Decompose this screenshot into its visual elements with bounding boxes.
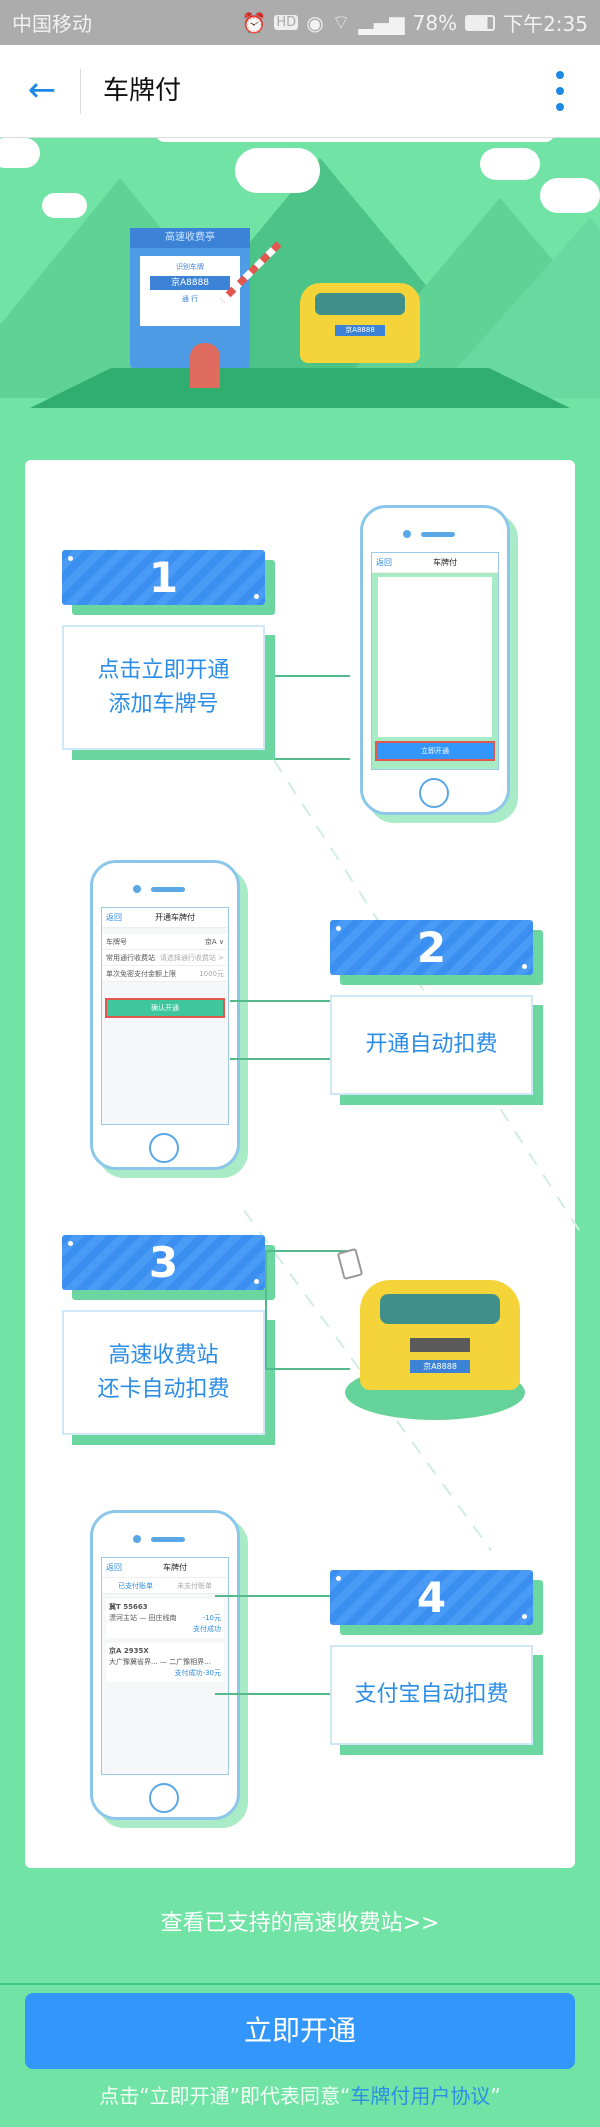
car-illustration: 京A8888 xyxy=(336,1247,545,1430)
battery-icon xyxy=(465,14,496,31)
divider xyxy=(0,1983,600,1985)
open-now-button[interactable]: 立即开通 xyxy=(25,1993,575,2069)
step-1-badge: 1 xyxy=(62,550,265,605)
steps-card: 返回车牌付 立即开通 1 点击立即开通 添加车牌号 返回开通车牌付 车牌号京A … xyxy=(25,460,580,1868)
step-4-text: 支付宝自动扣费 xyxy=(330,1645,533,1745)
booth-title: 高速收费亭 xyxy=(130,228,250,248)
step-3-text: 高速收费站 还卡自动扣费 xyxy=(62,1310,265,1435)
step-2-text: 开通自动扣费 xyxy=(330,995,533,1095)
page-title: 车牌付 xyxy=(103,76,182,106)
clock: 下午2:35 xyxy=(503,12,588,36)
4g-signal-icon: ▂▄▆ xyxy=(358,10,405,35)
alarm-icon: ⏰ xyxy=(241,10,267,35)
divider xyxy=(80,69,81,114)
hero-illustration: 高速收费亭 识别车牌 京A8888 通 行 京A8888 xyxy=(0,138,600,438)
carrier: 中国移动 xyxy=(12,12,92,36)
step-1-text: 点击立即开通 添加车牌号 xyxy=(62,625,265,750)
arrow-left-icon[interactable]: ← xyxy=(27,70,57,110)
car-plate: 京A8888 xyxy=(335,325,385,336)
step-2-badge: 2 xyxy=(330,920,533,975)
wifi-icon: ⌔ xyxy=(331,10,351,34)
supported-stations-link[interactable]: 查看已支持的高速收费站>> xyxy=(160,1911,440,1936)
agreement-text: 点击“立即开通”即代表同意“车牌付用户协议” xyxy=(99,2084,501,2108)
step-3-badge: 3 xyxy=(62,1235,265,1290)
step-4-badge: 4 xyxy=(330,1570,533,1625)
phone-mockup-step1: 返回车牌付 立即开通 xyxy=(360,505,510,815)
battery-percent: 78% xyxy=(412,10,458,35)
eye-icon: ◉ xyxy=(306,10,324,35)
user-agreement-link[interactable]: 车牌付用户协议 xyxy=(350,2084,491,2108)
app-header: ← 车牌付 xyxy=(0,45,600,138)
phone-mockup-step2: 返回开通车牌付 车牌号京A ∨ 常用通行收费站请选择通行收费站 > 单次免密支付… xyxy=(90,860,240,1170)
hd-icon: HD xyxy=(274,15,299,30)
more-vertical-icon[interactable] xyxy=(545,65,575,117)
status-bar: 中国移动 ⏰ HD ◉ ⌔ ▂▄▆ 78% 下午2:35 xyxy=(0,0,600,45)
